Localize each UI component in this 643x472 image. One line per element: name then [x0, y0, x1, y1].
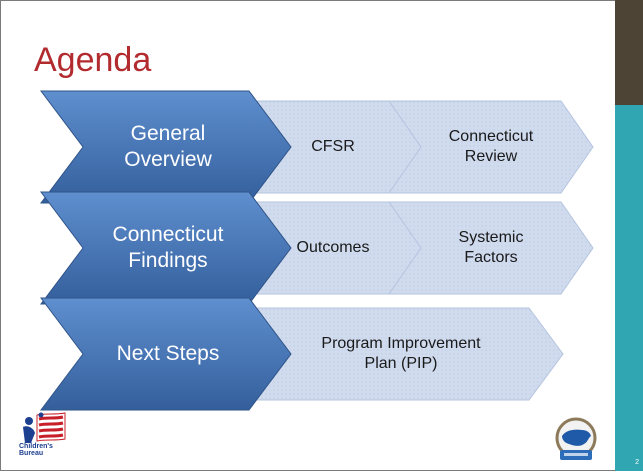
row2-sub2-chevron	[388, 201, 594, 295]
row3-sub1-label: Program Improvement Plan (PIP)	[321, 335, 481, 372]
flag-children-icon	[23, 412, 66, 443]
row2-sub2-label: Systemic Factors	[458, 229, 524, 266]
row3-main-chevron	[40, 297, 292, 411]
childrens-bureau-text: Children's Bureau	[19, 443, 53, 458]
childrens-bureau-logo: Children's Bureau	[19, 411, 73, 465]
row2-main-label: Connecticut Findings	[112, 222, 224, 272]
us-map-seal-logo	[554, 416, 598, 464]
page-number: 2	[635, 459, 639, 466]
decorative-side-bar: 2	[615, 0, 643, 471]
row3-main-label: Next Steps	[116, 341, 220, 365]
decorative-side-bar-teal	[615, 105, 643, 471]
row2-sub1-label: Outcomes	[296, 239, 370, 256]
slide-title: Agenda	[34, 41, 152, 79]
row1-sub2-label: Connecticut Review	[448, 128, 534, 165]
row1-main-label: General Overview	[124, 121, 212, 171]
row1-sub2-chevron	[388, 100, 594, 194]
row1-sub1-label: CFSR	[311, 138, 355, 155]
us-map-icon	[555, 417, 597, 460]
